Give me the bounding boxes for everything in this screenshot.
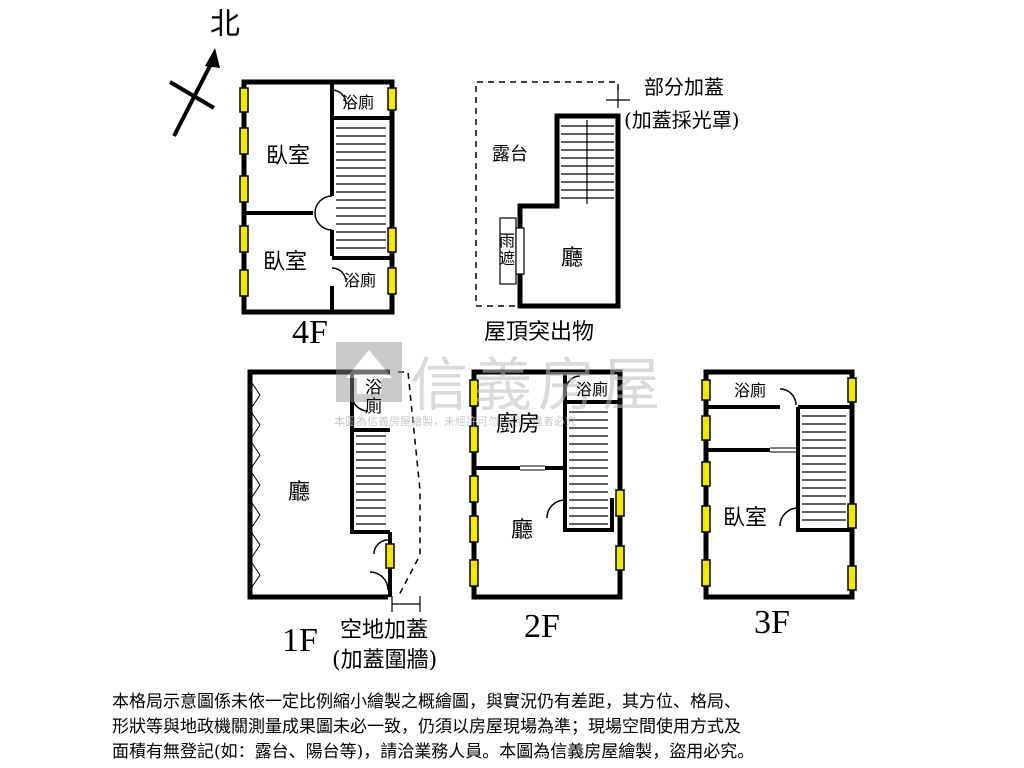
roof-plan: [475, 81, 630, 309]
floor-label-4f: 4F: [292, 314, 328, 351]
room-3f-bedroom: 臥室: [723, 506, 768, 531]
disclaimer-line-2: 形狀等與地政機關測量成果圖未必一致，仍須以房屋現場為準；現場空間使用方式及: [112, 717, 741, 737]
room-1f-bathroom: 浴廁: [361, 378, 381, 416]
watermark-notice: 本圖為信義房屋繪製，未經許可勿盜用，違者必究: [334, 415, 576, 428]
floor-4f-plan: [239, 79, 397, 315]
floor-1f-plan: [247, 369, 421, 612]
north-label: 北: [210, 7, 240, 42]
room-4f-bathroom-2: 浴廁: [344, 271, 377, 290]
north-arrow: [168, 48, 220, 137]
floor-label-3f: 3F: [754, 604, 790, 641]
stairs-roof: [561, 120, 614, 204]
room-2f-hall: 廳: [511, 518, 534, 543]
stairs-3f: [802, 415, 846, 521]
stairs-1f: [356, 435, 386, 525]
disclaimer-text: 本格局示意圖係未依一定比例縮小繪製之概繪圖，與實況仍有差距，其方位、格局、 形狀…: [112, 690, 912, 765]
windows-2f: [469, 379, 625, 587]
roof-note-line1: 部分加蓋: [644, 75, 724, 99]
room-roof-terrace: 露台: [492, 144, 528, 165]
brand-logo-watermark: [336, 342, 402, 402]
floor-2f-plan: [469, 369, 625, 600]
floor-label-1f: 1F: [282, 622, 318, 659]
room-4f-bedroom-2: 臥室: [263, 250, 308, 275]
room-4f-bathroom-1: 浴廁: [342, 93, 375, 112]
room-roof-hall: 廳: [561, 246, 584, 271]
stairs-2f: [569, 411, 608, 525]
roof-note-line2: (加蓋採光罩): [624, 108, 740, 132]
room-2f-bathroom: 浴廁: [576, 380, 609, 399]
doors-2f: [546, 375, 581, 519]
windows-3f: [701, 377, 857, 591]
doors-1f: [351, 394, 389, 591]
floor-label-roof: 屋頂突出物: [484, 320, 595, 345]
f1-note-line2: (加蓋圍牆): [332, 648, 438, 673]
stairs-4f: [336, 127, 386, 249]
room-4f-bedroom-1: 臥室: [266, 144, 311, 169]
room-3f-bathroom: 浴廁: [734, 381, 767, 400]
windows-1f: [385, 543, 395, 569]
windows-4f: [239, 87, 397, 297]
disclaimer-line-1: 本格局示意圖係未依一定比例縮小繪製之概繪圖，與實況仍有差距，其方位、格局、: [112, 692, 741, 712]
doors-3f: [779, 388, 799, 527]
f1-note-line1: 空地加蓋: [340, 618, 429, 643]
floor-3f-plan: [701, 369, 857, 600]
floor-label-2f: 2F: [524, 608, 560, 645]
brand-watermark: 信義房屋: [410, 351, 667, 419]
room-roof-canopy: 雨遮: [496, 232, 515, 268]
room-2f-kitchen: 廚房: [496, 412, 541, 437]
doors-4f: [314, 89, 347, 283]
disclaimer-line-3: 面積有無登記(如：露台、陽台等)，請洽業務人員。本圖為信義房屋繪製，盜用必究。: [112, 742, 755, 762]
room-1f-hall: 廳: [288, 480, 311, 505]
